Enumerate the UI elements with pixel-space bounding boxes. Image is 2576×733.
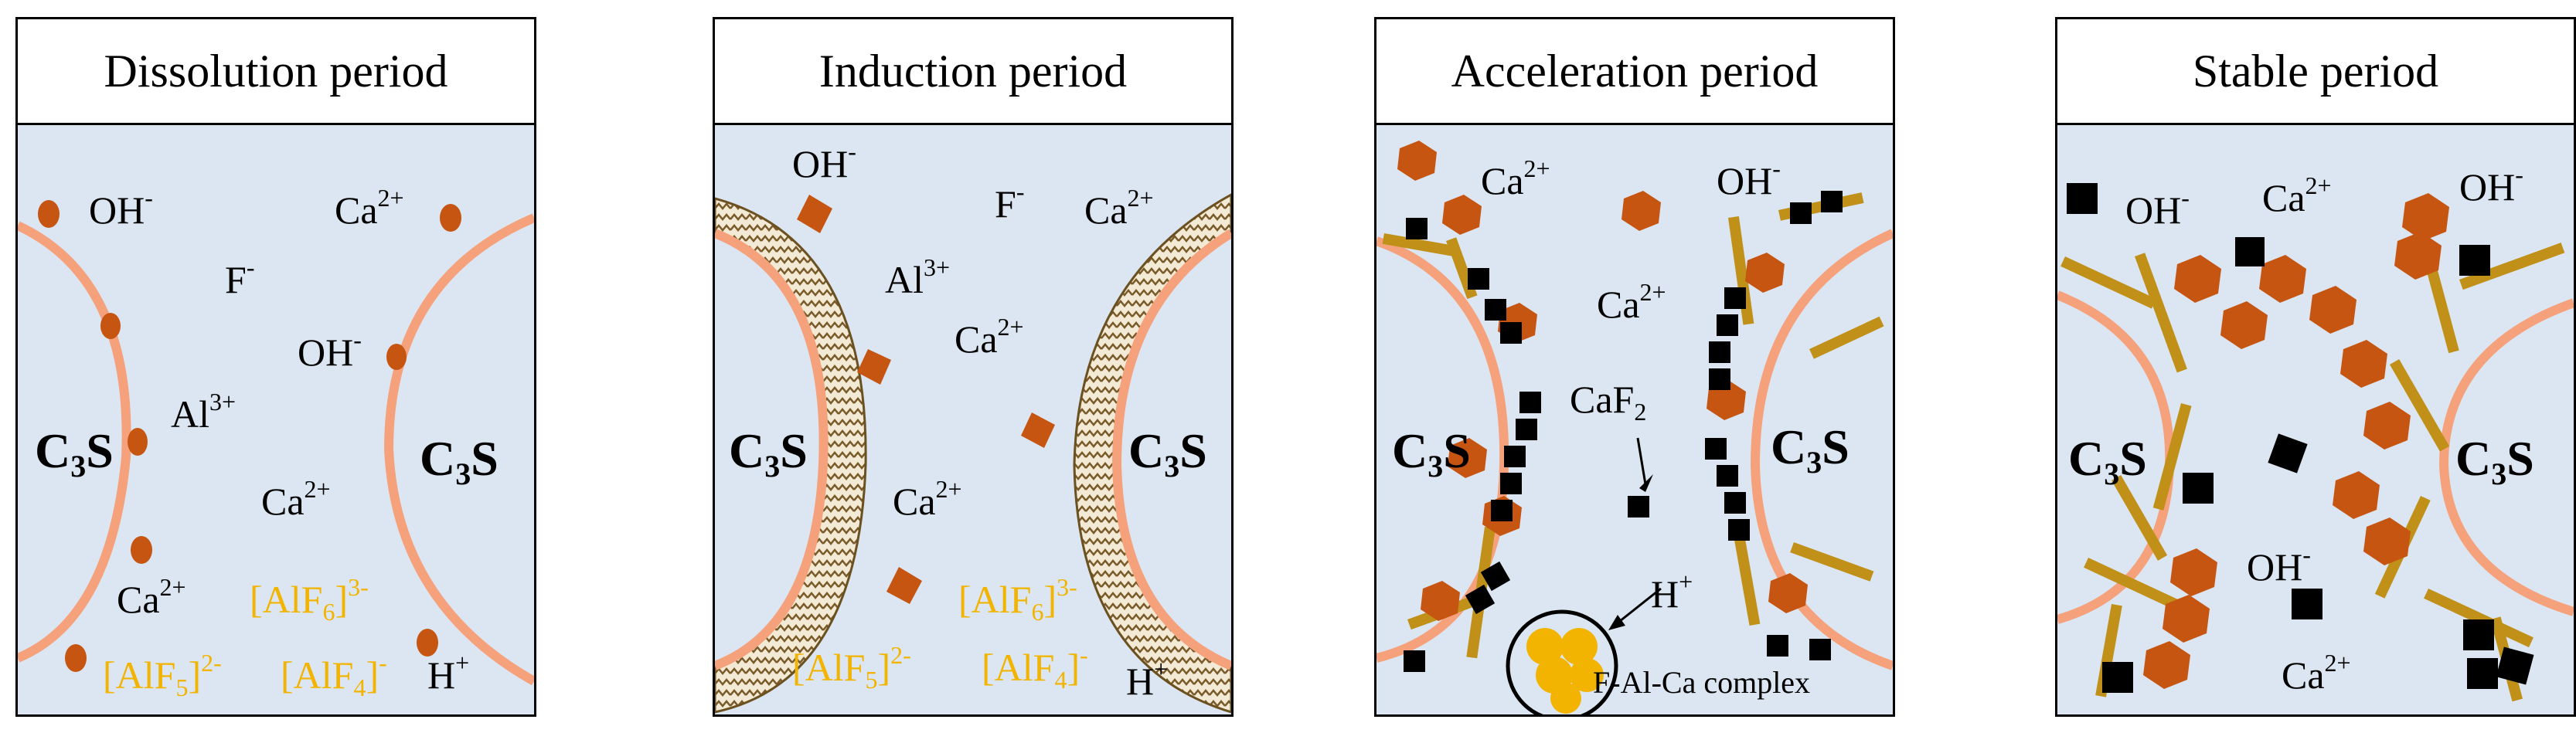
- panel-title-box: Induction period: [713, 17, 1234, 125]
- c3s-label-left: C3S: [1392, 423, 1471, 484]
- ion-alf4: [AlF4]-: [281, 649, 387, 701]
- ion-alf5: [AlF5]2-: [103, 649, 222, 701]
- induction-illustration: [715, 125, 1231, 714]
- panel-body: OH- Ca2+ OH- OH- Ca2+ C3S C3S: [2055, 123, 2576, 717]
- ion-oh: OH-: [2459, 161, 2523, 209]
- ion-h: H+: [1126, 655, 1169, 703]
- ion-ca: Ca2+: [1084, 184, 1154, 232]
- c3s-grain-left: [18, 221, 131, 663]
- complex-arrow-head: [1608, 615, 1625, 630]
- acceleration-illustration: [1376, 125, 1893, 714]
- c3s-grain-right: [2438, 298, 2574, 616]
- ion-ca: Ca2+: [1481, 154, 1550, 202]
- ion-ca: Ca2+: [893, 475, 962, 523]
- ion-ca: Ca2+: [2262, 171, 2332, 219]
- ion-alf5: [AlF5]2-: [792, 641, 911, 694]
- dissolution-illustration: [18, 125, 534, 714]
- panel-acceleration: Acceleration period: [1374, 17, 1895, 717]
- ion-h: H+: [1651, 568, 1693, 616]
- c3s-grain-right: [383, 213, 534, 686]
- dissolving-ions: [38, 200, 461, 672]
- panel-title: Induction period: [818, 45, 1128, 97]
- c3s-label-right: C3S: [420, 431, 499, 491]
- ion-ca: Ca2+: [261, 475, 331, 523]
- panel-title-box: Acceleration period: [1374, 17, 1895, 125]
- ion-al: Al3+: [885, 253, 951, 301]
- panel-body: OH- Ca2+ F- OH- Al3+ Ca2+ Ca2+ [AlF6]3- …: [15, 123, 536, 717]
- panel-induction: Induction period OH- F- Ca2+: [713, 17, 1234, 717]
- c3s-grain-right: [1111, 229, 1231, 670]
- c3s-grain-left: [715, 229, 829, 670]
- panel-title-box: Dissolution period: [15, 17, 536, 125]
- ion-alf4: [AlF4]-: [982, 641, 1088, 694]
- hydrate-nuclei: [797, 195, 1055, 604]
- c3s-label-right: C3S: [2455, 431, 2534, 491]
- panel-title-box: Stable period: [2055, 17, 2576, 125]
- panel-title: Acceleration period: [1451, 45, 1819, 97]
- ion-oh: OH-: [298, 326, 362, 374]
- c3s-label-left: C3S: [2068, 431, 2147, 491]
- panel-stable: Stable period: [2055, 17, 2576, 717]
- caf2-precipitates: [2067, 183, 2534, 693]
- c3s-grain-right: [1750, 229, 1893, 670]
- stable-illustration: [2057, 125, 2574, 714]
- csh-needles: [1382, 192, 1884, 659]
- ion-oh: OH-: [89, 184, 153, 232]
- ch-crystals: [2143, 193, 2449, 689]
- ion-f: F-: [225, 253, 255, 301]
- panel-title: Stable period: [2192, 45, 2439, 97]
- c3s-label-right: C3S: [1771, 419, 1849, 480]
- ion-oh: OH-: [2247, 541, 2311, 589]
- ion-alf6: [AlF6]3-: [958, 573, 1077, 626]
- caf2-precipitates: [1404, 191, 1843, 672]
- fluoride-complex-cluster: [1526, 628, 1604, 714]
- compound-caf2: CaF2: [1570, 378, 1647, 426]
- ion-ca: Ca2+: [1597, 278, 1666, 326]
- complex-ring: [1506, 609, 1618, 714]
- panel-dissolution: Dissolution period OH- Ca2+ F- OH- Al3+ …: [15, 17, 536, 717]
- ion-oh: OH-: [792, 137, 856, 185]
- ion-f: F-: [995, 178, 1025, 226]
- ion-oh: OH-: [1717, 154, 1781, 202]
- ion-ca: Ca2+: [955, 313, 1024, 361]
- ion-al: Al3+: [171, 388, 237, 436]
- ion-ca: Ca2+: [2282, 649, 2351, 697]
- caf2-arrow-head: [1639, 474, 1653, 492]
- ion-oh: OH-: [2125, 184, 2190, 232]
- panel-body: OH- F- Ca2+ Al3+ Ca2+ Ca2+ [AlF6]3- [AlF…: [713, 123, 1234, 717]
- panel-body: Ca2+ OH- Ca2+ CaF2 H+ F-Al-Ca complex C3…: [1374, 123, 1895, 717]
- ion-ca: Ca2+: [117, 573, 186, 621]
- c3s-label-left: C3S: [35, 423, 114, 484]
- ion-ca: Ca2+: [335, 184, 404, 232]
- ion-alf6: [AlF6]3-: [250, 573, 369, 626]
- c3s-label-right: C3S: [1128, 423, 1207, 484]
- c3s-label-left: C3S: [729, 423, 808, 484]
- ion-h: H+: [427, 649, 470, 697]
- caf2-arrow: [1636, 437, 1647, 485]
- complex-label: F-Al-Ca complex: [1593, 665, 1811, 700]
- panel-title: Dissolution period: [104, 45, 448, 97]
